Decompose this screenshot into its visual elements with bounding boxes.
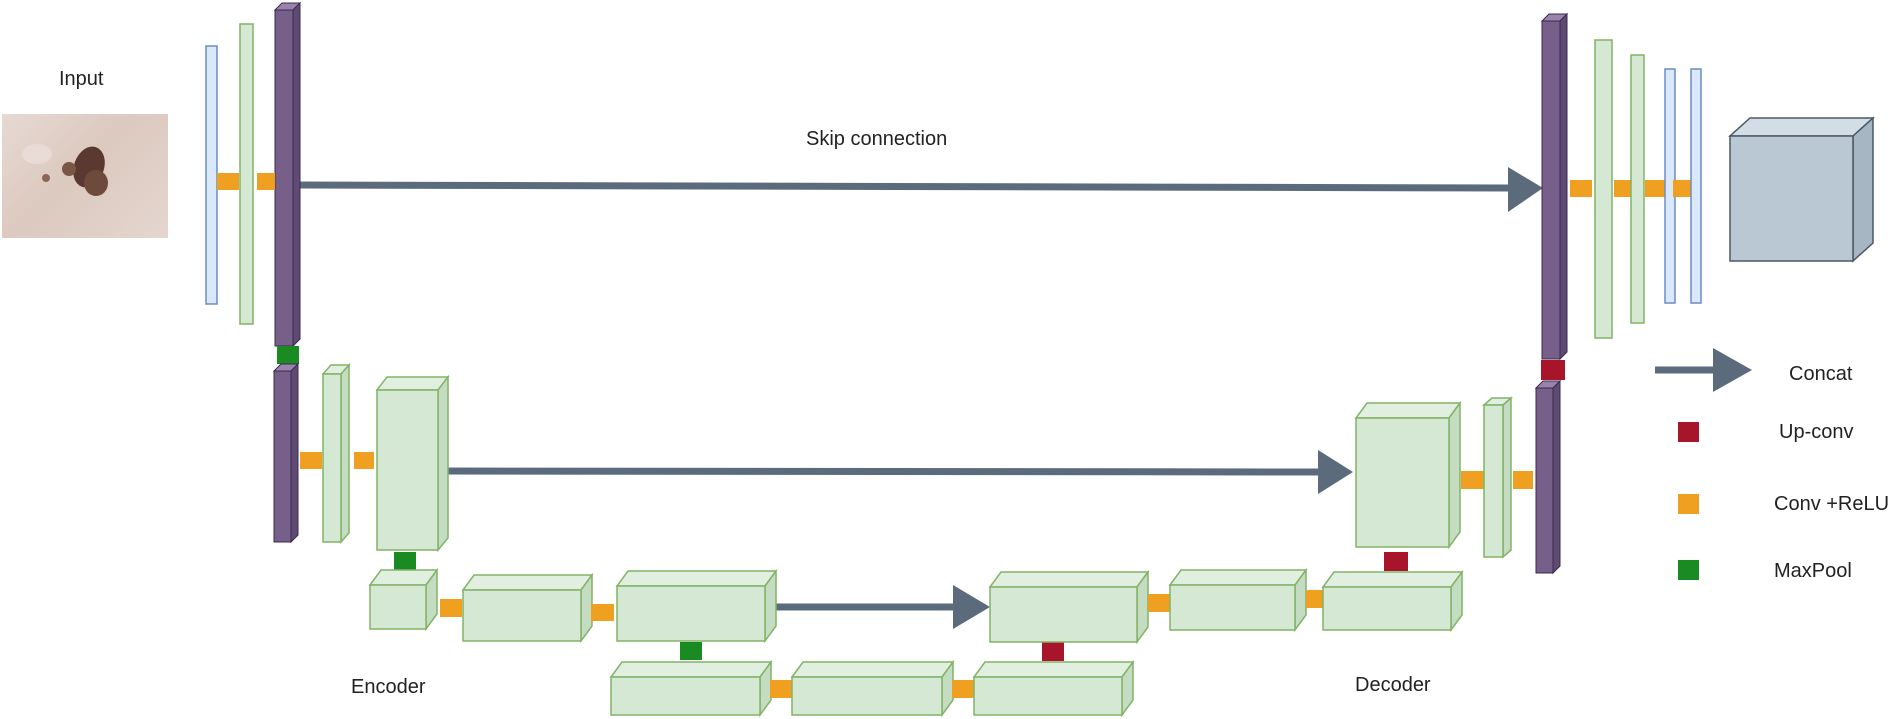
legend-concat-label: Concat xyxy=(1789,363,1853,385)
upconv-op xyxy=(1541,360,1565,380)
decoder-label: Decoder xyxy=(1355,674,1431,696)
conv-block-enc-3b xyxy=(461,572,594,644)
conv-relu-op xyxy=(354,452,374,469)
conv-layer-1 xyxy=(239,23,254,325)
conv-block-bottleneck-a xyxy=(609,659,773,718)
feature-map-purple-1 xyxy=(273,1,302,348)
conv-relu-op xyxy=(1645,180,1667,197)
legend-concat-arrow xyxy=(1655,348,1752,392)
conv-block-enc-2a xyxy=(321,363,351,544)
skip-arrow-level-1 xyxy=(299,167,1543,212)
conv-relu-op xyxy=(257,173,275,190)
output-layer-b xyxy=(1690,68,1702,304)
conv-relu-op xyxy=(1461,471,1484,489)
conv-relu-op xyxy=(1513,471,1533,489)
legend-conv-relu-swatch xyxy=(1678,494,1699,514)
legend-conv-relu-label: Conv +ReLU xyxy=(1774,493,1890,515)
conv-relu-op xyxy=(300,452,322,469)
upconv-op xyxy=(1042,642,1064,661)
conv-block-dec-2b xyxy=(1482,396,1513,559)
feature-map-purple-dec-1 xyxy=(1540,12,1569,361)
input-image xyxy=(2,114,168,238)
skip-connection-label: Skip connection xyxy=(806,128,948,150)
conv-block-dec-3b xyxy=(1168,567,1308,633)
conv-relu-op xyxy=(770,680,792,698)
conv-layer-dec-1b xyxy=(1630,54,1645,324)
conv-relu-op xyxy=(1148,594,1170,612)
conv-relu-op xyxy=(952,680,974,698)
encoder-label: Encoder xyxy=(351,676,426,698)
output-block xyxy=(1728,116,1875,263)
maxpool-op xyxy=(680,642,702,660)
upconv-op xyxy=(1384,552,1408,571)
input-layer-1 xyxy=(205,45,218,305)
maxpool-op xyxy=(394,552,416,570)
legend-upconv-swatch xyxy=(1678,422,1699,442)
conv-block-enc-3c xyxy=(615,568,778,644)
maxpool-op xyxy=(277,346,299,364)
feature-map-purple-dec-2 xyxy=(1534,379,1562,575)
skip-arrow-level-3 xyxy=(775,585,990,629)
conv-relu-op xyxy=(1570,180,1592,197)
conv-relu-op xyxy=(591,604,614,621)
conv-block-dec-3c xyxy=(1321,569,1464,633)
conv-block-dec-3a xyxy=(988,569,1150,645)
skip-arrow-level-2 xyxy=(439,450,1353,494)
conv-block-dec-2a xyxy=(1354,400,1462,550)
conv-relu-op xyxy=(1673,180,1691,197)
feature-map-purple-2 xyxy=(272,362,300,544)
legend-maxpool-label: MaxPool xyxy=(1774,560,1852,582)
input-label: Input xyxy=(59,68,104,90)
legend-maxpool-swatch xyxy=(1678,560,1699,580)
conv-relu-op xyxy=(440,599,462,617)
conv-relu-op xyxy=(1306,590,1324,608)
conv-block-bottleneck-b xyxy=(790,659,955,718)
conv-block-enc-3a xyxy=(368,567,439,632)
legend-upconv-label: Up-conv xyxy=(1779,421,1854,443)
conv-layer-dec-1a xyxy=(1594,39,1613,339)
conv-relu-op xyxy=(217,173,239,190)
conv-block-enc-2b xyxy=(375,374,450,553)
conv-block-bottleneck-c xyxy=(972,659,1135,718)
